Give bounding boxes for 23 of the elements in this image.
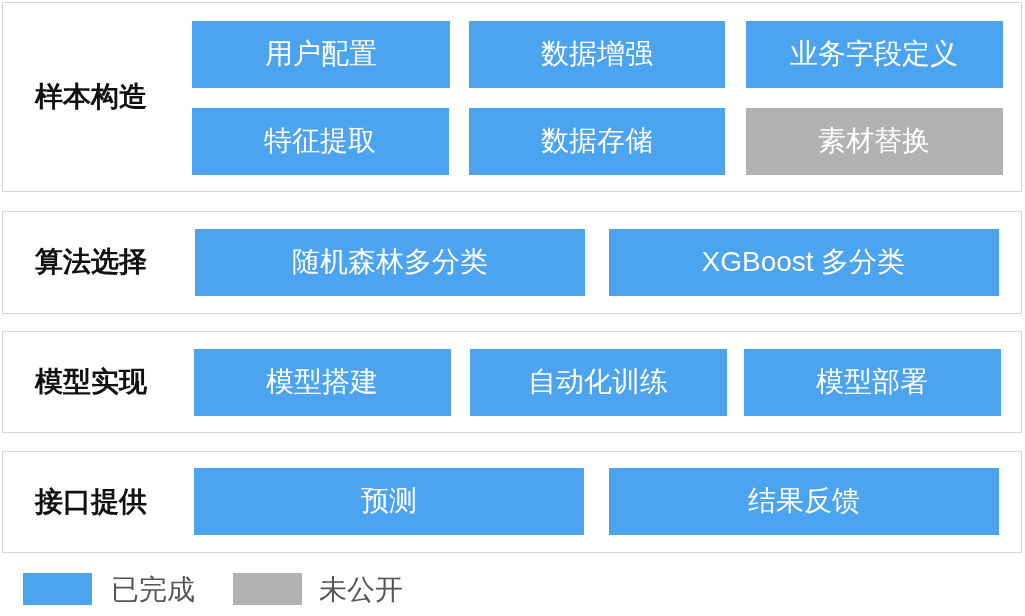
module-box: 用户配置 <box>191 20 450 88</box>
section-panel <box>2 331 1022 433</box>
module-box: XGBoost 多分类 <box>608 228 999 296</box>
section-panel <box>2 211 1022 314</box>
legend-label: 已完成 <box>111 576 195 604</box>
module-box: 素材替换 <box>745 107 1003 175</box>
section-panel <box>2 2 1022 192</box>
module-box: 结果反馈 <box>608 467 999 535</box>
section-title: 接口提供 <box>35 487 147 516</box>
module-box: 特征提取 <box>191 107 449 175</box>
legend-label: 未公开 <box>319 576 403 604</box>
module-box: 数据存储 <box>468 107 725 175</box>
module-box: 随机森林多分类 <box>194 228 585 296</box>
module-box: 模型部署 <box>743 348 1001 416</box>
section-title: 样本构造 <box>35 82 147 111</box>
module-box: 业务字段定义 <box>745 20 1003 88</box>
module-box: 自动化训练 <box>469 348 727 416</box>
module-box: 预测 <box>193 467 584 535</box>
section-title: 模型实现 <box>35 367 147 396</box>
module-box: 模型搭建 <box>193 348 451 416</box>
section-panel <box>2 451 1022 553</box>
section-title: 算法选择 <box>35 248 147 276</box>
module-box: 数据增强 <box>468 20 725 88</box>
